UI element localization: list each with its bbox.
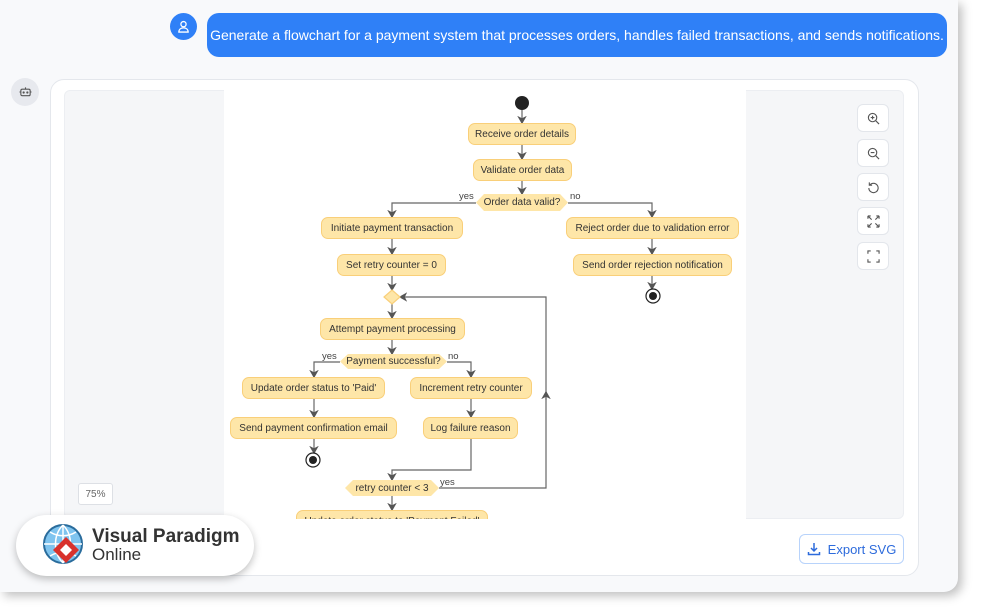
user-message: Generate a flowchart for a payment syste…: [207, 13, 947, 57]
fit-view-button[interactable]: [857, 207, 889, 235]
flow-node[interactable]: Increment retry counter: [410, 377, 532, 399]
flow-node[interactable]: Reject order due to validation error: [566, 217, 739, 239]
bot-avatar: [11, 78, 39, 106]
decision-node[interactable]: retry counter < 3: [345, 480, 439, 496]
flow-node[interactable]: Receive order details: [468, 123, 576, 145]
edge-label-yes: yes: [459, 191, 474, 202]
edge-label-yes: yes: [440, 477, 455, 488]
robot-icon: [18, 87, 32, 97]
flow-node[interactable]: Initiate payment transaction: [321, 217, 463, 239]
brand-badge: Visual Paradigm Online: [16, 515, 254, 576]
app-window: Generate a flowchart for a payment syste…: [11, 13, 947, 576]
merge-node: [383, 289, 401, 305]
edge-label-no: no: [570, 191, 581, 202]
flow-node[interactable]: Update order status to 'Paid': [242, 377, 385, 399]
flowchart-canvas[interactable]: Receive order details Validate order dat…: [224, 90, 746, 519]
end-node: [305, 452, 321, 468]
flow-node[interactable]: Set retry counter = 0: [337, 254, 446, 276]
edge-label-yes: yes: [322, 351, 337, 362]
download-icon: [807, 543, 820, 556]
user-icon: [178, 20, 189, 33]
fit-icon: [866, 214, 880, 228]
zoom-in-button[interactable]: [857, 104, 889, 132]
end-node: [645, 288, 661, 304]
export-svg-label: Export SVG: [827, 541, 897, 557]
fullscreen-button[interactable]: [857, 242, 889, 270]
export-svg-button[interactable]: Export SVG: [799, 534, 904, 564]
flow-node[interactable]: Validate order data: [473, 159, 572, 181]
zoom-out-button[interactable]: [857, 139, 889, 167]
reset-view-button[interactable]: [857, 173, 889, 201]
brand-name: Visual Paradigm: [92, 525, 240, 547]
fullscreen-icon: [866, 249, 880, 263]
zoom-out-icon: [867, 147, 879, 159]
decision-node[interactable]: Payment successful?: [340, 354, 447, 369]
zoom-level: 75%: [78, 483, 113, 505]
flow-node[interactable]: Attempt payment processing: [320, 318, 465, 340]
decision-node[interactable]: Order data valid?: [476, 194, 568, 211]
reset-icon: [867, 181, 879, 193]
brand-subname: Online: [92, 544, 142, 564]
flowchart-edges: [305, 96, 661, 512]
flow-node[interactable]: Update order status to 'Payment Failed': [296, 510, 488, 519]
flow-node[interactable]: Send order rejection notification: [573, 254, 732, 276]
zoom-in-icon: [867, 112, 879, 124]
flow-node[interactable]: Log failure reason: [423, 417, 518, 439]
visual-paradigm-logo: [43, 523, 83, 564]
start-node: [515, 96, 529, 110]
user-avatar: [170, 13, 197, 40]
flow-node[interactable]: Send payment confirmation email: [230, 417, 397, 439]
edge-label-no: no: [448, 351, 459, 362]
